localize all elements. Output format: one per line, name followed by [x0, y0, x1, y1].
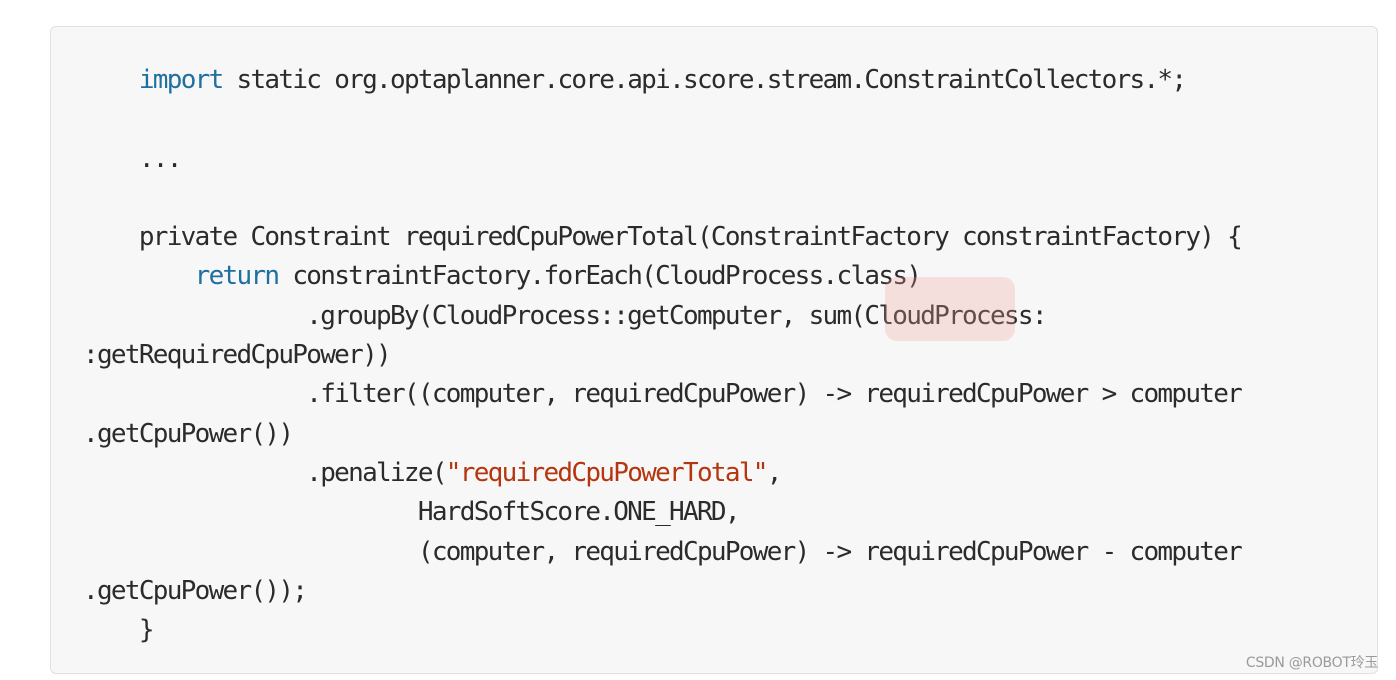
- code-line: (computer, requiredCpuPower) -> required…: [83, 533, 1243, 572]
- code-token: HardSoftScore.ONE_HARD,: [83, 497, 741, 528]
- code-text: import static org.optaplanner.core.api.s…: [83, 61, 1243, 650]
- code-block: import static org.optaplanner.core.api.s…: [50, 26, 1378, 674]
- code-line: }: [83, 611, 1241, 650]
- code-token: }: [83, 615, 155, 646]
- code-line: ...: [83, 140, 1241, 179]
- code-line: return constraintFactory.forEach(CloudPr…: [83, 257, 1241, 296]
- code-line: [83, 179, 1241, 218]
- code-token: private Constraint requiredCpuPowerTotal…: [83, 222, 1243, 253]
- code-token: .getCpuPower()): [83, 418, 294, 449]
- code-token: .filter((computer, requiredCpuPower) -> …: [83, 379, 1243, 410]
- code-line: import static org.optaplanner.core.api.s…: [83, 61, 1241, 100]
- watermark-credit: CSDN @ROBOT玲玉: [1245, 655, 1378, 671]
- code-token: constraintFactory.forEach(CloudProcess.c…: [278, 261, 922, 292]
- code-token: .getCpuPower());: [83, 575, 308, 606]
- code-token: (computer, requiredCpuPower) -> required…: [83, 536, 1243, 567]
- code-line: .penalize("requiredCpuPowerTotal",: [83, 454, 1241, 493]
- code-string: "requiredCpuPowerTotal": [445, 457, 769, 488]
- code-token: ...: [83, 143, 183, 174]
- code-keyword: return: [194, 261, 280, 292]
- code-line: .getCpuPower()): [83, 415, 1241, 454]
- watermark-overlay: [885, 277, 1015, 341]
- code-token: .groupBy(CloudProcess::getComputer, sum(…: [83, 300, 1047, 331]
- code-token: [83, 65, 139, 95]
- code-line: HardSoftScore.ONE_HARD,: [83, 493, 1241, 532]
- code-token: .penalize(: [83, 457, 447, 488]
- code-line: :getRequiredCpuPower)): [83, 336, 1241, 375]
- code-token: :getRequiredCpuPower)): [83, 340, 392, 371]
- code-token: ,: [766, 457, 783, 488]
- code-line: .groupBy(CloudProcess::getComputer, sum(…: [83, 297, 1241, 336]
- code-line: .filter((computer, requiredCpuPower) -> …: [83, 375, 1243, 414]
- code-token: [83, 261, 195, 291]
- code-line: [83, 100, 1241, 139]
- code-line: .getCpuPower());: [83, 572, 1241, 611]
- code-token: static org.optaplanner.core.api.score.st…: [222, 65, 1188, 95]
- code-line: private Constraint requiredCpuPowerTotal…: [83, 218, 1243, 257]
- code-keyword: import: [138, 65, 224, 95]
